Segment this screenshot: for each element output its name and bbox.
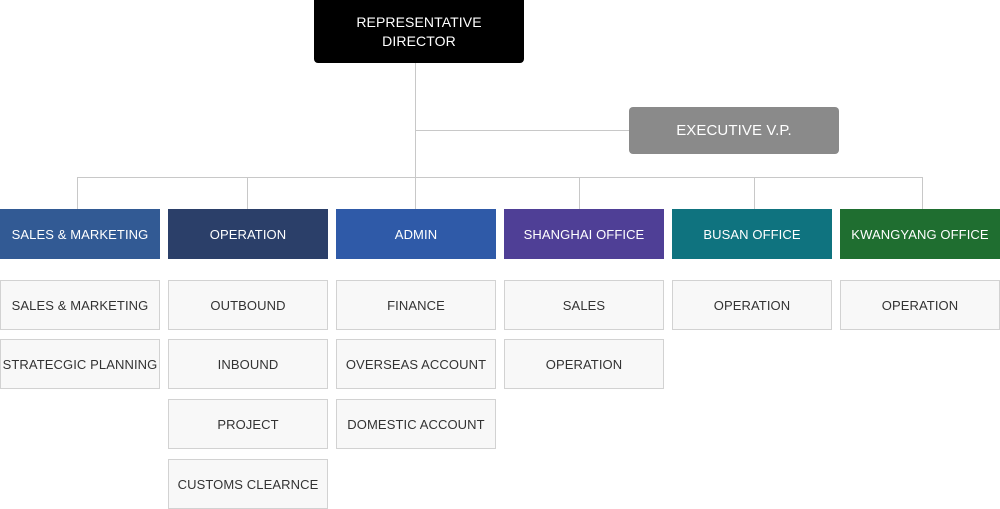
subunit-box: INBOUND [168,339,328,389]
subunit-box: CUSTOMS CLEARNCE [168,459,328,509]
connector-dept-horizontal [77,177,923,178]
dept-operation: OPERATION [168,209,328,259]
subunit-box: DOMESTIC ACCOUNT [336,399,496,449]
dept-shanghai-office: SHANGHAI OFFICE [504,209,664,259]
connector-dept-drop [247,177,248,209]
representative-director-node: REPRESENTATIVE DIRECTOR [314,0,524,63]
connector-dept-drop [922,177,923,209]
dept-admin: ADMIN [336,209,496,259]
dept-sales-marketing: SALES & MARKETING [0,209,160,259]
subunit-box: SALES & MARKETING [0,280,160,330]
subunit-box: OUTBOUND [168,280,328,330]
connector-evp-horizontal [415,130,629,131]
subunit-box: OPERATION [840,280,1000,330]
executive-vp-node: EXECUTIVE V.P. [629,107,839,154]
connector-dept-drop [77,177,78,209]
subunit-box: SALES [504,280,664,330]
subunit-box: OPERATION [504,339,664,389]
connector-dept-drop [415,177,416,209]
connector-dept-drop [754,177,755,209]
subunit-box: OVERSEAS ACCOUNT [336,339,496,389]
connector-main-vertical [415,63,416,178]
subunit-box: OPERATION [672,280,832,330]
subunit-box: STRATECGIC PLANNING [0,339,160,389]
dept-busan-office: BUSAN OFFICE [672,209,832,259]
subunit-box: FINANCE [336,280,496,330]
connector-dept-drop [579,177,580,209]
dept-kwangyang-office: KWANGYANG OFFICE [840,209,1000,259]
subunit-box: PROJECT [168,399,328,449]
